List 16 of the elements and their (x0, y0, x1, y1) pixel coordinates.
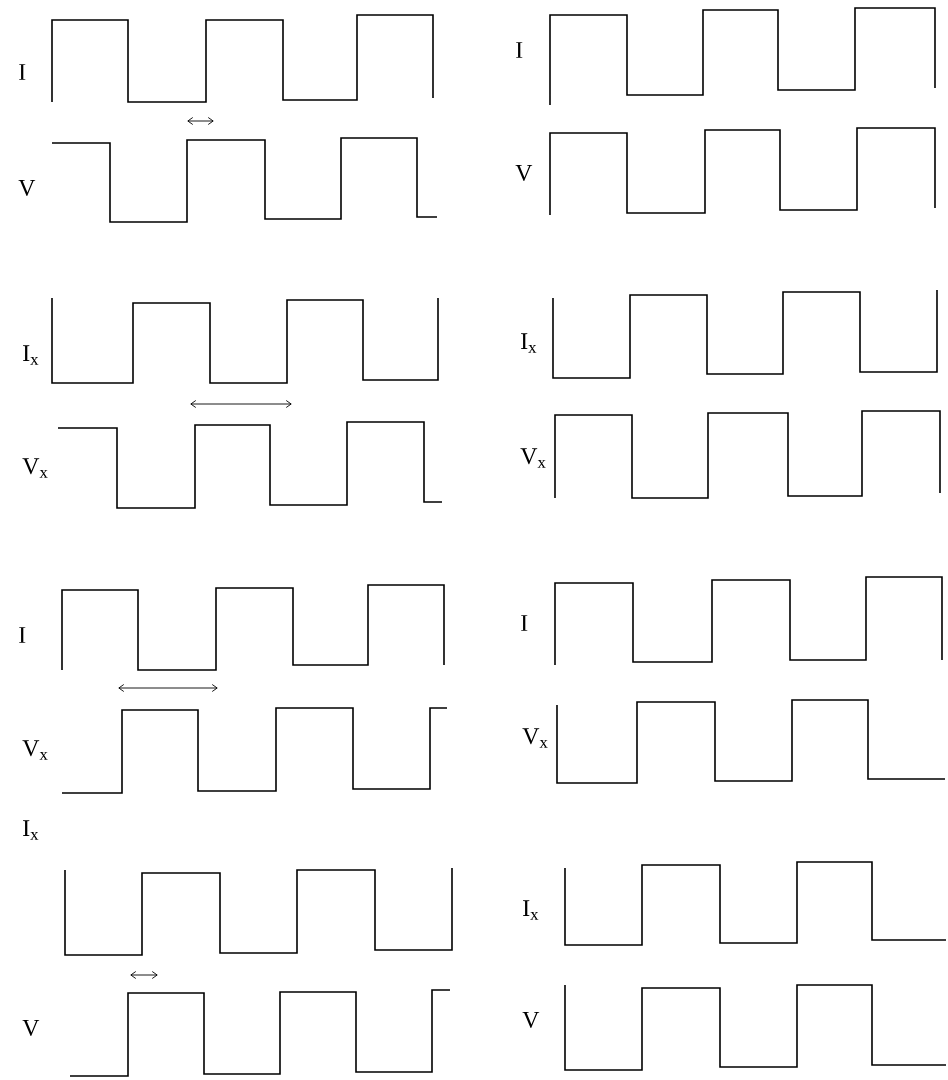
signal-label: I$_{x}$ (523, 900, 539, 920)
signal-label: I$_{x}$ (23, 345, 39, 365)
signal-label: I (19, 627, 26, 643)
signal-label: V$_{x}$ (22, 458, 48, 478)
signal-label: I$_{x}$ (521, 333, 537, 353)
signal-label: I$_{x}$ (23, 820, 39, 840)
signal-label: V$_{x}$ (22, 740, 48, 760)
signal-label: V$_{x}$ (520, 448, 546, 468)
signal-label: I (19, 64, 26, 80)
signal-label: V (515, 165, 533, 181)
signal-label: V (18, 180, 36, 196)
signal-label: V$_{x}$ (522, 728, 548, 748)
signal-label: V (522, 1012, 540, 1028)
signal-label: I (521, 615, 528, 631)
signal-label: V (22, 1020, 40, 1036)
signal-label: I (516, 42, 523, 58)
